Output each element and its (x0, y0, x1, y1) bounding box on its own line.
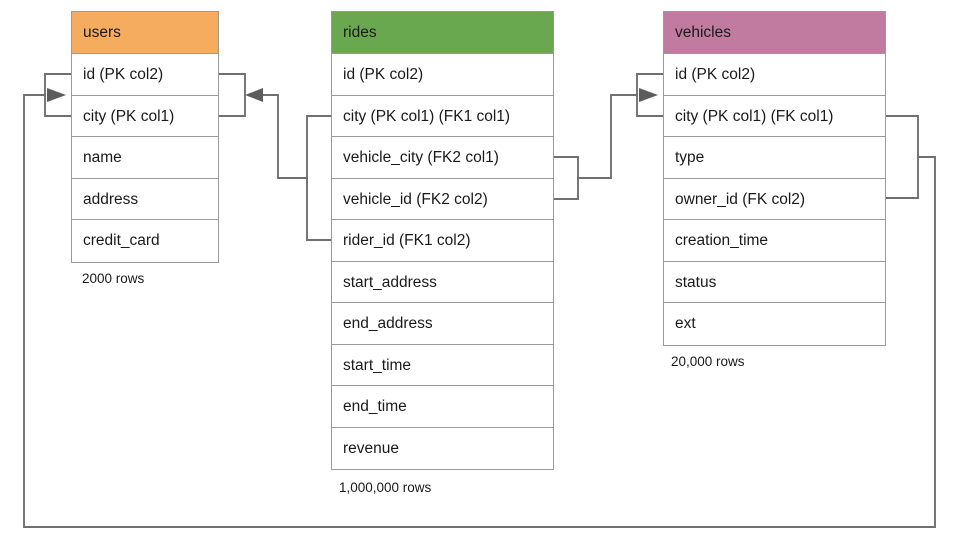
table-row[interactable]: id (PK col2) (72, 54, 218, 96)
clamp-users-left (44, 73, 72, 117)
table-row[interactable]: vehicle_id (FK2 col2) (332, 179, 553, 220)
table-row[interactable]: ext (675, 315, 696, 332)
table-row[interactable]: city (PK col1) (72, 96, 218, 137)
row-count-rides: 1,000,000 rows (339, 480, 432, 495)
table-row[interactable]: address (72, 179, 218, 220)
table-row[interactable]: end_time (332, 386, 553, 428)
clamp-users-right (218, 73, 263, 117)
table-row[interactable]: rider_id (FK1 col2) (332, 220, 553, 262)
connector-rides-fk2-vehicles (553, 94, 638, 200)
table-row[interactable]: owner_id (FK col2) (664, 179, 885, 220)
table-row[interactable]: vehicle_city (FK2 col1) (332, 137, 553, 179)
table-row[interactable]: status (664, 262, 885, 303)
entity-table-rides[interactable]: rides id (PK col2) city (PK col1) (FK1 c… (331, 11, 554, 470)
entity-table-vehicles[interactable]: vehicles id (PK col2) city (PK col1) (FK… (663, 11, 886, 346)
arrow-head-into-vehicles-left (639, 88, 658, 102)
table-row[interactable]: end_address (332, 303, 553, 345)
table-row[interactable]: start_address (332, 262, 553, 303)
table-row[interactable]: id (PK col2) (332, 54, 553, 96)
table-header-rides: rides (332, 12, 553, 54)
entity-table-users[interactable]: users id (PK col2) city (PK col1) name a… (71, 11, 219, 263)
table-row[interactable]: start_time (332, 345, 553, 386)
table-row[interactable]: city (PK col1) (FK col1) (664, 96, 885, 137)
table-row[interactable]: name (72, 137, 218, 179)
connector-rides-fk1-users (261, 94, 332, 241)
table-header-users: users (72, 12, 218, 54)
clamp-vehicles-left (636, 73, 664, 117)
table-row[interactable]: revenue (343, 439, 400, 457)
table-row[interactable]: credit_card (83, 232, 160, 249)
table-row[interactable]: creation_time (664, 220, 885, 262)
row-count-users: 2000 rows (82, 271, 145, 286)
table-row[interactable]: type (664, 137, 885, 179)
table-row[interactable]: id (PK col2) (664, 54, 885, 96)
arrow-head-into-users-right (245, 88, 263, 102)
table-header-vehicles: vehicles (664, 12, 885, 54)
row-count-vehicles: 20,000 rows (671, 354, 745, 369)
table-row[interactable]: city (PK col1) (FK1 col1) (332, 96, 553, 137)
arrow-head-into-users-left (47, 88, 66, 102)
